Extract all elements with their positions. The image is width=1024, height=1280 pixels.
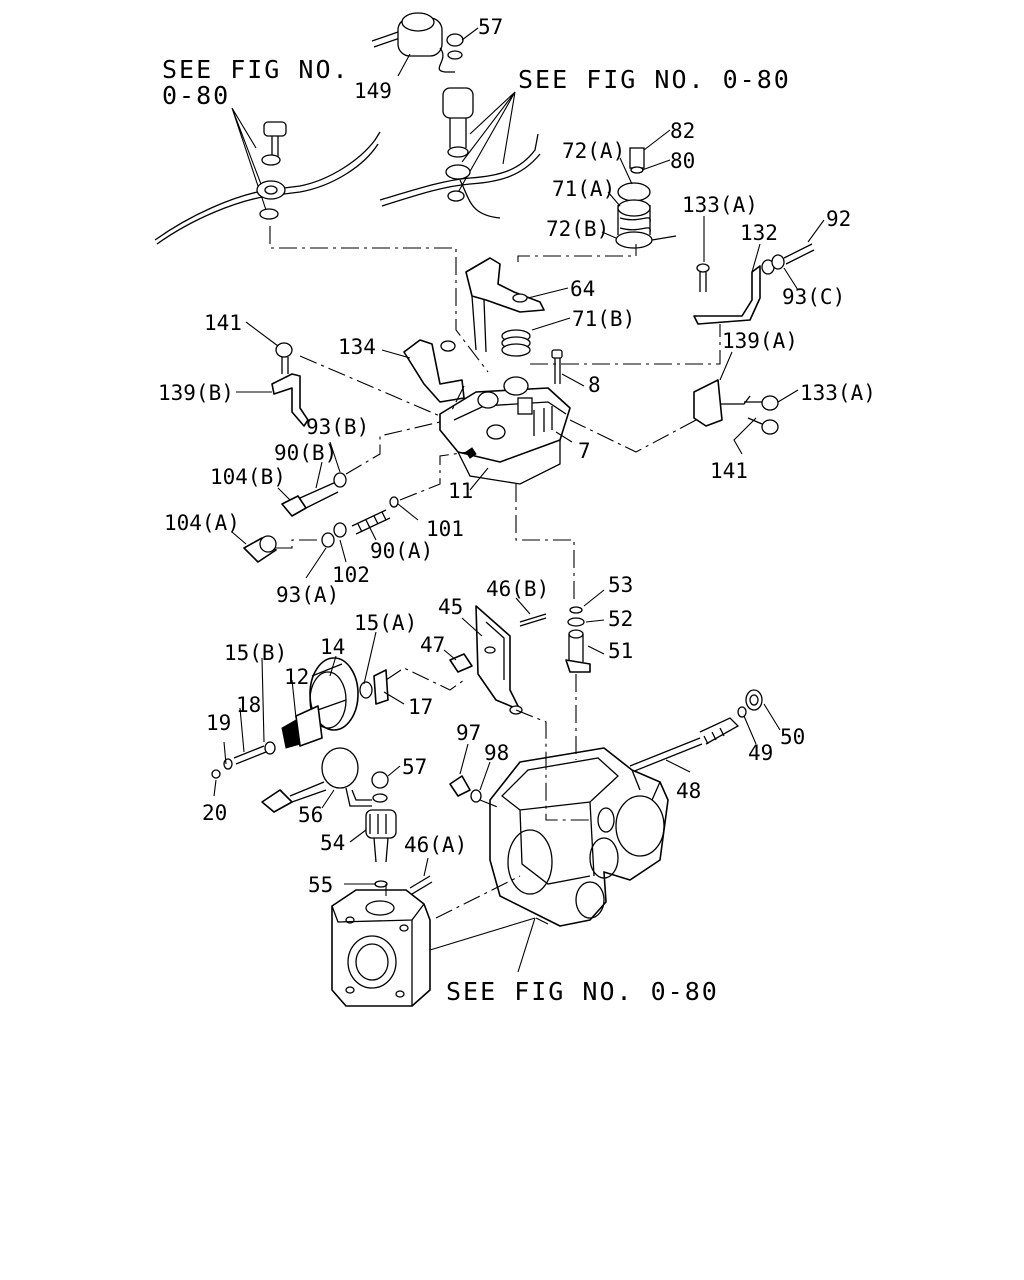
callout-15b: 15(B)	[224, 641, 287, 665]
adjust-screw-90b-group	[281, 472, 347, 517]
callout-97: 97	[456, 721, 481, 745]
valve-54-group	[261, 747, 433, 895]
callout-92: 92	[826, 207, 851, 231]
top-center-pipe-group	[379, 87, 541, 219]
pin-51-group	[565, 606, 591, 673]
callout-93a: 93(A)	[276, 583, 339, 607]
bracket-139b-group	[271, 342, 309, 427]
callout-71a: 71(A)	[552, 177, 615, 201]
callout-141-left: 141	[204, 311, 242, 335]
callout-133a-right: 133(A)	[800, 381, 876, 405]
callout-18: 18	[236, 693, 261, 717]
governor-housing	[489, 747, 669, 927]
callout-57-bottom: 57	[402, 755, 427, 779]
callout-104a: 104(A)	[164, 511, 240, 535]
callout-labels: 57 149 82 72(A) 80 71(A) 72(B) 133(A) 92…	[158, 15, 876, 897]
callout-49: 49	[748, 741, 773, 765]
callout-104b: 104(B)	[210, 465, 286, 489]
bracket-134	[403, 339, 465, 403]
front-plate	[331, 889, 431, 1007]
spring-retainer-stack	[615, 147, 677, 249]
fuel-cut-solenoid-149	[371, 12, 464, 73]
note-leaders	[231, 91, 549, 973]
callout-15a: 15(A)	[354, 611, 417, 635]
callout-132: 132	[740, 221, 778, 245]
callout-20: 20	[202, 801, 227, 825]
governor-cover-7	[439, 376, 571, 485]
callout-134: 134	[338, 335, 376, 359]
adjust-screw-90a-group	[243, 496, 399, 563]
see-fig-note-top-left-line1: SEE FIG NO.	[162, 55, 350, 84]
callout-19: 19	[206, 711, 231, 735]
callout-72b: 72(B)	[546, 217, 609, 241]
callout-64: 64	[570, 277, 595, 301]
top-left-pipe-group	[154, 121, 381, 245]
bracket-139a-group	[693, 379, 779, 435]
callout-53: 53	[608, 573, 633, 597]
callout-56: 56	[298, 803, 323, 827]
callout-93b: 93(B)	[306, 415, 369, 439]
callout-82: 82	[670, 119, 695, 143]
callout-57-top: 57	[478, 15, 503, 39]
callout-149: 149	[354, 79, 392, 103]
see-fig-note-top-center: SEE FIG NO. 0-80	[518, 65, 791, 94]
callout-48: 48	[676, 779, 701, 803]
callout-46a: 46(A)	[404, 833, 467, 857]
bolt-97-group	[449, 775, 482, 803]
lever-45-group	[449, 605, 547, 715]
callout-80: 80	[670, 149, 695, 173]
callout-12: 12	[284, 665, 309, 689]
callout-47: 47	[420, 633, 445, 657]
callout-45: 45	[438, 595, 463, 619]
callout-101: 101	[426, 517, 464, 541]
callout-14: 14	[320, 635, 345, 659]
callout-98: 98	[484, 741, 509, 765]
see-fig-note-bottom: SEE FIG NO. 0-80	[446, 977, 719, 1006]
callout-46b: 46(B)	[486, 577, 549, 601]
callout-7: 7	[578, 439, 591, 463]
callout-52: 52	[608, 607, 633, 631]
callout-90a: 90(A)	[370, 539, 433, 563]
callout-50: 50	[780, 725, 805, 749]
lever-64-group	[465, 257, 563, 384]
callout-17: 17	[408, 695, 433, 719]
callout-51: 51	[608, 639, 633, 663]
bracket-132-group	[693, 243, 815, 325]
callout-133a-top: 133(A)	[682, 193, 758, 217]
see-fig-note-top-left-line2: 0-80	[162, 81, 230, 110]
governor-weight-assembly	[281, 657, 389, 749]
callout-11: 11	[448, 479, 473, 503]
callout-71b: 71(B)	[572, 307, 635, 331]
callout-102: 102	[332, 563, 370, 587]
lever-shaft-48-group	[629, 689, 763, 773]
callout-leaders	[213, 27, 825, 885]
callout-8: 8	[588, 373, 601, 397]
callout-72a: 72(A)	[562, 139, 625, 163]
callout-55: 55	[308, 873, 333, 897]
callout-54: 54	[320, 831, 345, 855]
callout-139a: 139(A)	[722, 329, 798, 353]
callout-141-right: 141	[710, 459, 748, 483]
assembly-chain-lines	[269, 226, 721, 919]
callout-139b: 139(B)	[158, 381, 234, 405]
callout-93c: 93(C)	[782, 285, 845, 309]
callout-90b: 90(B)	[274, 441, 337, 465]
